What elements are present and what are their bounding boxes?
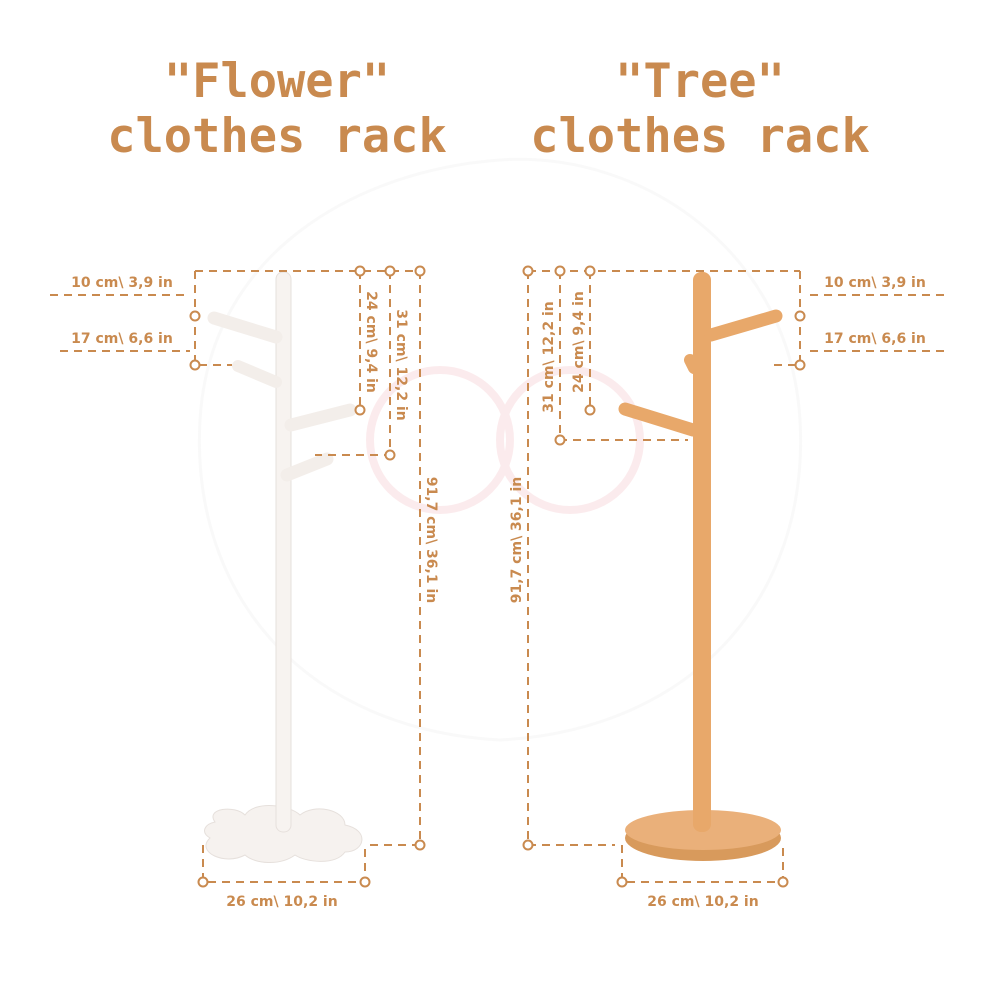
flower-dim-second-peg: 17 cm\ 6,6 in (71, 331, 173, 347)
tree-title-line1: "Tree" (615, 54, 785, 109)
tree-dim-top-peg: 10 cm\ 3,9 in (824, 275, 926, 291)
tree-dim-second-peg: 17 cm\ 6,6 in (824, 331, 926, 347)
flower-dim-third-peg: 24 cm\ 9,4 in (363, 291, 379, 393)
tree-rack-image (618, 272, 783, 861)
tree-dim-fourth-peg: 31 cm\ 12,2 in (541, 301, 557, 412)
tree-dimension-lines (522, 265, 950, 888)
tree-dim-base: 26 cm\ 10,2 in (647, 894, 758, 910)
tree-title-line2: clothes rack (530, 109, 870, 164)
flower-title-line1: "Flower" (164, 54, 390, 109)
flower-title-line2: clothes rack (107, 109, 447, 164)
flower-dim-fourth-peg: 31 cm\ 12,2 in (393, 309, 409, 420)
flower-dimension-lines (50, 265, 426, 888)
watermark-logo (197, 157, 803, 742)
flower-rack-image (204, 271, 363, 863)
tree-dim-height: 91,7 cm\ 36,1 in (509, 477, 525, 603)
flower-dim-base: 26 cm\ 10,2 in (226, 894, 337, 910)
flower-dim-top-peg: 10 cm\ 3,9 in (71, 275, 173, 291)
tree-dim-third-peg: 24 cm\ 9,4 in (571, 291, 587, 393)
flower-dim-height: 91,7 cm\ 36,1 in (423, 477, 439, 603)
